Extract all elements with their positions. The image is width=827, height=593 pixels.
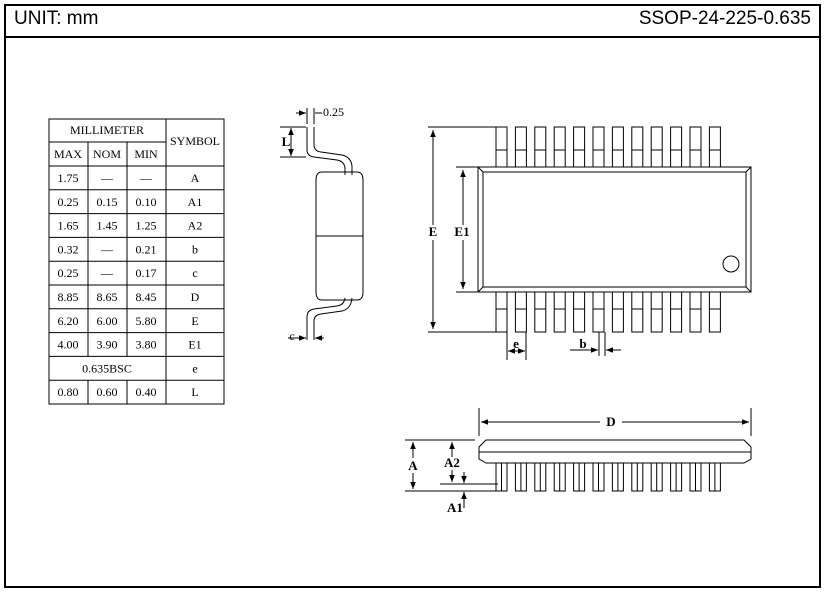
lead-bottom [708, 291, 721, 333]
table-cell-symbol: E1 [188, 338, 201, 352]
table-cell-min: — [139, 171, 153, 185]
table-cell-nom: — [100, 242, 114, 256]
table-cell-nom: 6.00 [97, 314, 118, 328]
table-cell-symbol: c [192, 266, 197, 280]
dim-label-b: b [579, 336, 586, 351]
table-cell-nom: — [100, 266, 114, 280]
dim-label-E1: E1 [454, 224, 469, 239]
table-cell-span: 0.635BSC [82, 361, 132, 375]
lead-top [573, 126, 586, 168]
lead-bottom [592, 291, 605, 333]
lead-top [689, 126, 702, 168]
dim-label-c-side: c [289, 329, 294, 343]
dim-label-E: E [429, 224, 438, 239]
dim-label-A1: A1 [447, 500, 463, 515]
table-cell-min: 1.25 [136, 219, 157, 233]
lead-top [708, 126, 721, 168]
pin1-indicator-icon [722, 255, 740, 273]
table-cell-max: 1.75 [58, 171, 79, 185]
lead-bottom [670, 291, 683, 333]
table-cell-symbol: E [191, 314, 198, 328]
table-cell-max: 0.25 [58, 195, 79, 209]
drawing-frame [4, 4, 821, 588]
dimension-table [48, 118, 225, 405]
table-cell-symbol: A2 [188, 219, 203, 233]
lead-top [670, 126, 683, 168]
dim-label-D: D [606, 414, 615, 429]
table-cell-min: 8.45 [136, 290, 157, 304]
lead-top [534, 126, 547, 168]
table-cell-min: 0.10 [136, 195, 157, 209]
lead-offset-label: 0.25 [323, 105, 344, 119]
table-cell-nom: — [100, 171, 114, 185]
dim-label-L: L [282, 134, 291, 149]
lead-top [553, 126, 566, 168]
table-cell-max: 1.65 [58, 219, 79, 233]
header-divider [4, 36, 821, 38]
table-cell-max: 8.85 [58, 290, 79, 304]
table-cell-max: 6.20 [58, 314, 79, 328]
lead-top [650, 126, 663, 168]
dim-label-e: e [513, 336, 519, 351]
lead-top [495, 126, 508, 168]
table-cell-nom: 3.90 [97, 338, 118, 352]
table-cell-nom: 1.45 [97, 219, 118, 233]
package-name: SSOP-24-225-0.635 [638, 8, 811, 29]
table-col-min: MIN [134, 147, 158, 161]
table-group-header: MILLIMETER [70, 123, 144, 137]
table-cell-max: 0.25 [58, 266, 79, 280]
table-cell-min: 0.40 [136, 385, 157, 399]
table-cell-symbol: D [191, 290, 200, 304]
side-profile [280, 108, 364, 341]
table-cell-max: 4.00 [58, 338, 79, 352]
front-view [405, 408, 752, 508]
lead-bottom [553, 291, 566, 333]
lead-bottom [495, 291, 508, 333]
table-cell-max: 0.32 [58, 242, 79, 256]
dim-label-A: A [408, 458, 418, 473]
lead-bottom [514, 291, 527, 333]
table-cell-min: 0.21 [136, 242, 157, 256]
table-cell-nom: 8.65 [97, 290, 118, 304]
unit-label: UNIT: mm [14, 8, 99, 29]
lead-bottom [650, 291, 663, 333]
table-cell-symbol: L [191, 385, 198, 399]
table-cell-min: 3.80 [136, 338, 157, 352]
table-cell-symbol: e [192, 361, 197, 375]
top-view [428, 126, 752, 360]
lead-top [611, 126, 624, 168]
table-cell-nom: 0.60 [97, 385, 118, 399]
table-col-max: MAX [54, 147, 82, 161]
table-cell-symbol: A1 [188, 195, 203, 209]
table-cell-max: 0.80 [58, 385, 79, 399]
lead-top [592, 126, 605, 168]
lead-top [631, 126, 644, 168]
table-cell-min: 0.17 [136, 266, 157, 280]
lead-top [514, 126, 527, 168]
table-cell-symbol: A [191, 171, 200, 185]
table-symbol-header: SYMBOL [170, 134, 220, 148]
dim-label-A2: A2 [444, 455, 460, 470]
lead-bottom [573, 291, 586, 333]
lead-bottom [631, 291, 644, 333]
table-cell-min: 5.80 [136, 314, 157, 328]
table-cell-symbol: b [192, 242, 198, 256]
lead-bottom [689, 291, 702, 333]
table-cell-nom: 0.15 [97, 195, 118, 209]
table-col-nom: NOM [93, 147, 121, 161]
lead-bottom [611, 291, 624, 333]
lead-bottom [534, 291, 547, 333]
